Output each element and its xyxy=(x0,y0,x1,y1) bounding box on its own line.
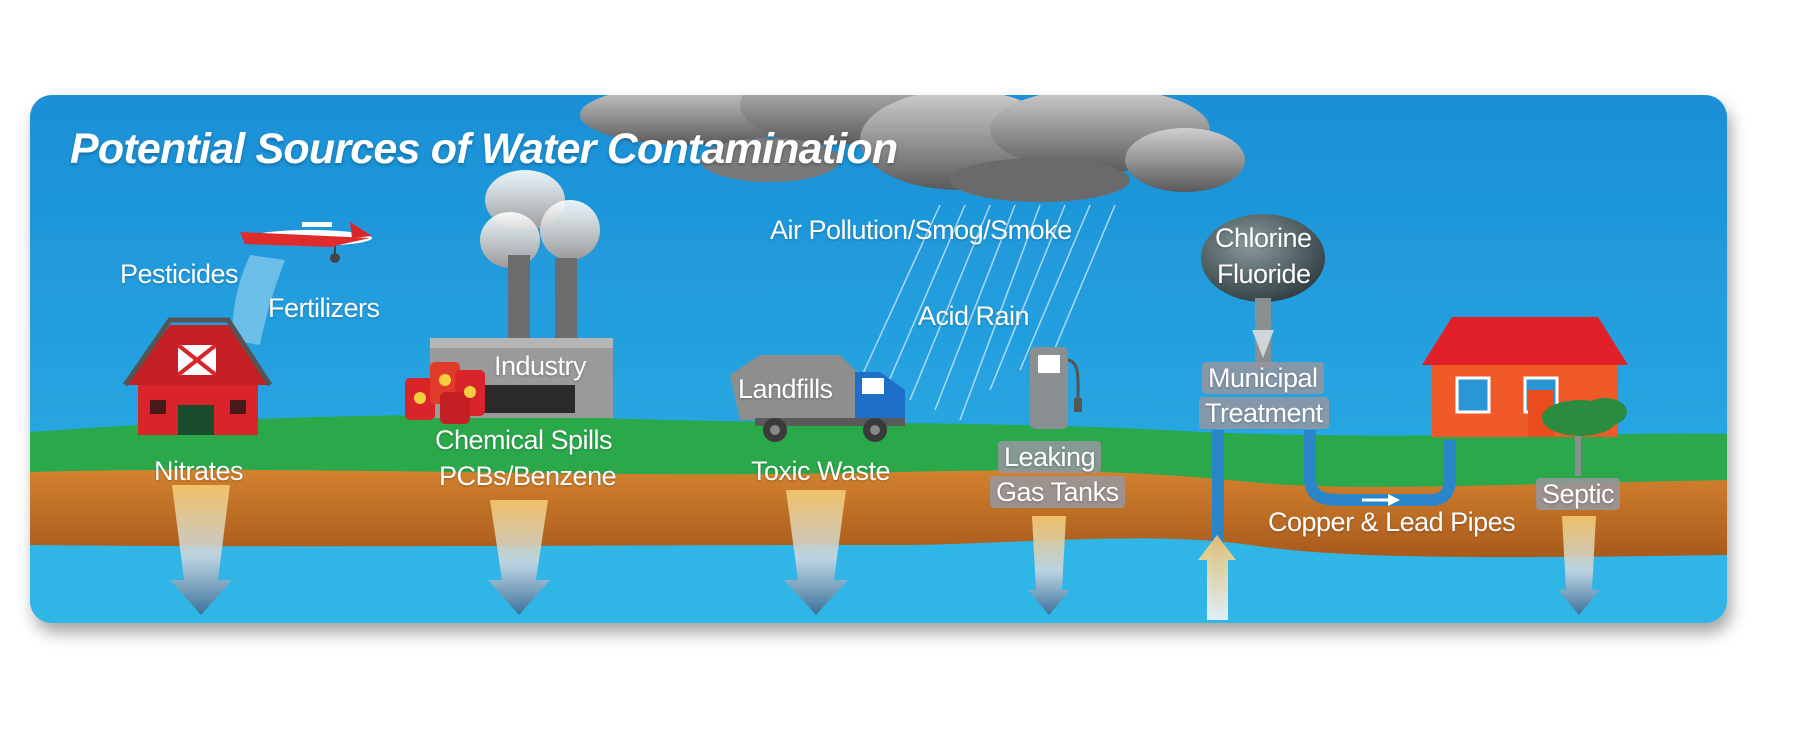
acid-rain-lines xyxy=(859,204,1116,421)
label-leaking: Leaking xyxy=(998,441,1102,473)
grass-layer xyxy=(30,415,1727,487)
gas-tanks-arrow-icon xyxy=(1028,516,1070,615)
label-acid-rain: Acid Rain xyxy=(918,301,1030,331)
label-copper-lead-pipes: Copper & Lead Pipes xyxy=(1268,507,1516,537)
chemical-barrels-icon xyxy=(405,362,485,424)
label-air-pollution: Air Pollution/Smog/Smoke xyxy=(770,215,1072,245)
label-treatment: Treatment xyxy=(1199,397,1329,429)
crop-duster-plane-icon xyxy=(230,222,372,345)
label-industry: Industry xyxy=(494,351,587,381)
nitrates-arrow-icon xyxy=(170,485,232,615)
well-up-arrow-icon xyxy=(1198,535,1236,620)
house-icon xyxy=(1422,317,1628,437)
label-chlorine: Chlorine xyxy=(1215,223,1312,253)
page-title: Potential Sources of Water Contamination xyxy=(70,125,898,173)
label-fertilizers: Fertilizers xyxy=(268,293,380,323)
septic-arrow-icon xyxy=(1558,516,1600,615)
label-septic: Septic xyxy=(1536,478,1621,510)
label-fluoride: Fluoride xyxy=(1217,259,1311,289)
barn-icon xyxy=(122,317,273,435)
label-toxic-waste: Toxic Waste xyxy=(751,456,891,486)
label-pesticides: Pesticides xyxy=(120,259,239,289)
label-municipal: Municipal xyxy=(1202,362,1324,394)
label-chemical-spills: Chemical Spills xyxy=(435,425,613,455)
label-landfills: Landfills xyxy=(738,374,833,404)
label-pcbs-benzene: PCBs/Benzene xyxy=(439,461,617,491)
label-nitrates: Nitrates xyxy=(154,456,244,486)
soil-layer xyxy=(30,467,1727,558)
septic-pipe xyxy=(1575,436,1581,476)
chemical-spills-arrow-icon xyxy=(488,500,550,615)
label-gas-tanks: Gas Tanks xyxy=(990,476,1125,508)
toxic-waste-arrow-icon xyxy=(784,490,848,615)
water-tower-icon xyxy=(1201,214,1325,368)
storm-clouds xyxy=(580,95,1245,202)
gas-pump-icon xyxy=(1030,347,1082,429)
landfill-truck-icon xyxy=(730,355,905,442)
